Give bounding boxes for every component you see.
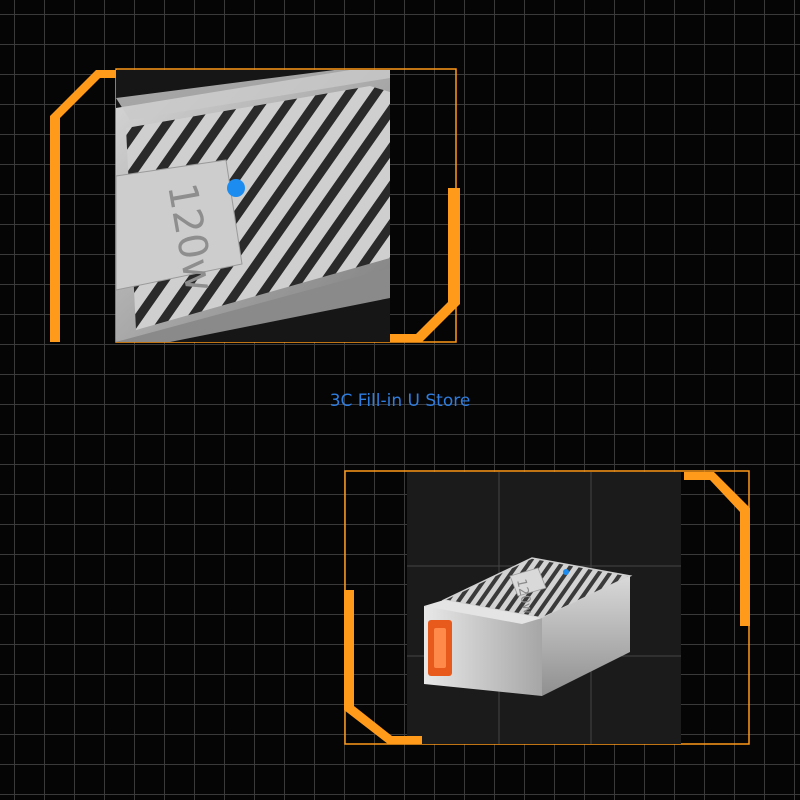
product-svg: 120w xyxy=(344,470,750,745)
product-panel: 120w xyxy=(344,470,752,746)
bracket-left-2 xyxy=(344,590,422,744)
product-badge-text: 120w xyxy=(513,578,535,616)
product-indicator-icon xyxy=(563,569,569,575)
closeup-panel: 120w xyxy=(50,68,460,346)
adapter-side xyxy=(542,576,630,696)
closeup-svg: 120w xyxy=(50,68,460,343)
store-name: 3C Fill-in U Store xyxy=(329,391,471,411)
bracket-right-2 xyxy=(684,472,750,626)
adapter-front xyxy=(424,606,542,696)
indicator-light-icon xyxy=(227,179,245,197)
closeup-photo xyxy=(116,70,390,342)
bracket-left xyxy=(50,70,146,342)
bracket-right xyxy=(360,188,460,342)
